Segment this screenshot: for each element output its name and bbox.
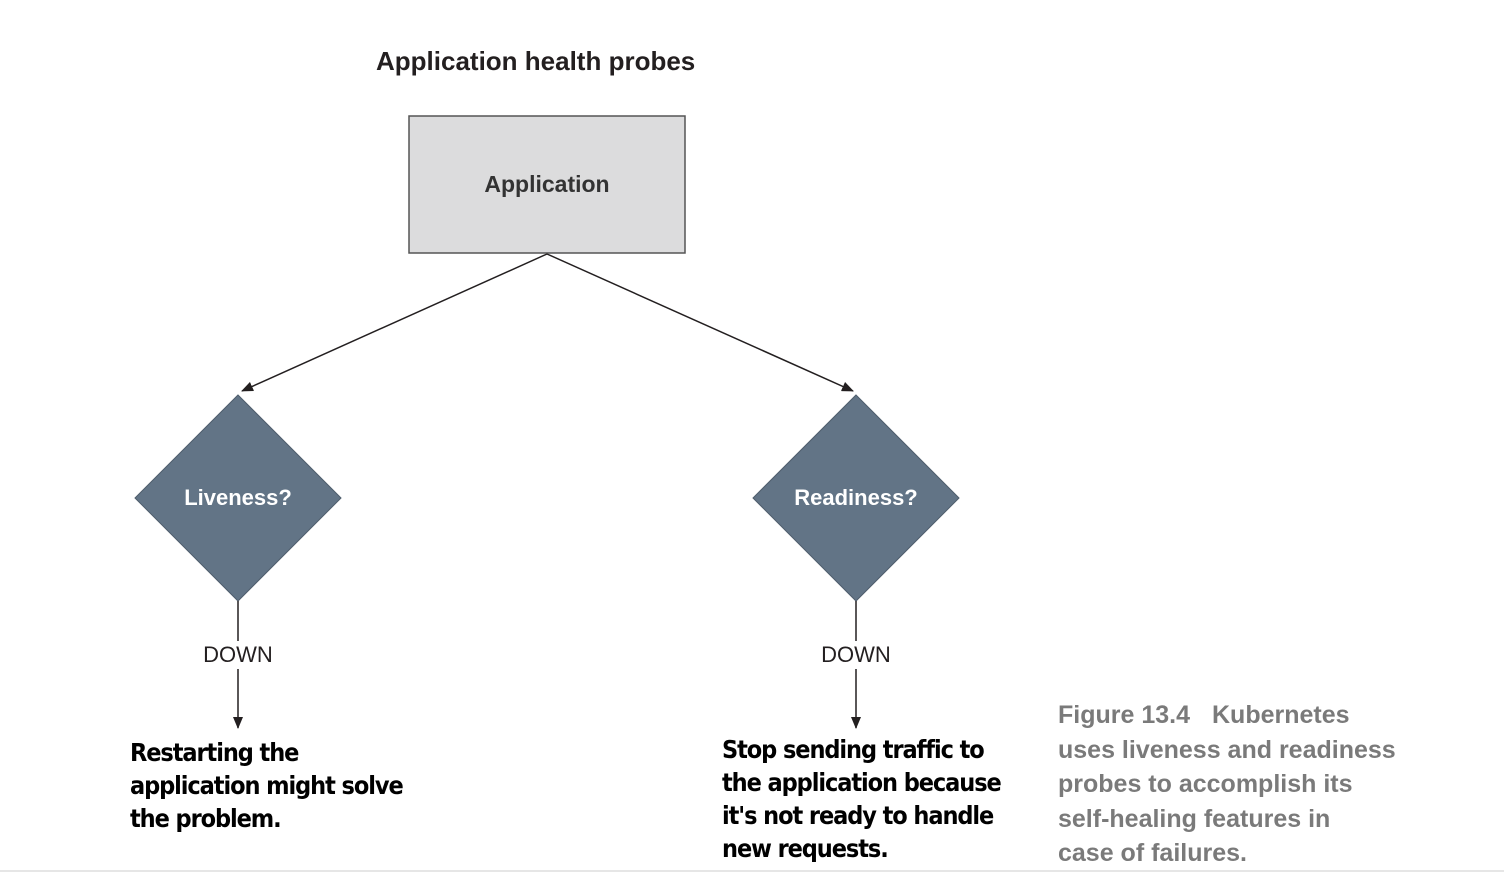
arrow-to-liveness (241, 253, 548, 392)
figure-number: Figure 13.4 (1058, 701, 1190, 729)
bottom-divider (0, 870, 1504, 872)
liveness-label: Liveness? (184, 485, 292, 510)
readiness-outcome-line: the application because (722, 768, 1002, 797)
liveness-outcome-line: Restarting the (130, 738, 299, 767)
readiness-label: Readiness? (794, 485, 918, 510)
liveness-outcome: Restarting the application might solve t… (130, 736, 404, 835)
caption-line: Kubernetes (1212, 701, 1350, 729)
liveness-outcome-line: the problem. (130, 804, 282, 833)
application-box-label: Application (484, 171, 610, 197)
diagram-title: Application health probes (376, 46, 696, 76)
figure-caption: Figure 13.4 Kubernetes uses liveness and … (1058, 698, 1396, 871)
application-box (408, 115, 686, 254)
liveness-outcome-line: application might solve (130, 771, 404, 800)
readiness-outcome: Stop sending traffic to the application … (722, 733, 1002, 865)
arrow-to-readiness (546, 253, 854, 392)
liveness-edge-label: DOWN (178, 641, 298, 669)
caption-line: case of failures. (1058, 839, 1247, 867)
caption-first-line: Figure 13.4 Kubernetes (1058, 698, 1396, 733)
readiness-outcome-line: new requests. (722, 834, 889, 863)
caption-line: self-healing features in (1058, 804, 1331, 833)
caption-line: uses liveness and readiness (1058, 735, 1396, 764)
readiness-outcome-line: Stop sending traffic to (722, 735, 985, 764)
readiness-edge-label: DOWN (796, 641, 916, 669)
readiness-outcome-line: it's not ready to handle (722, 801, 994, 830)
caption-line: probes to accomplish its (1058, 770, 1353, 798)
